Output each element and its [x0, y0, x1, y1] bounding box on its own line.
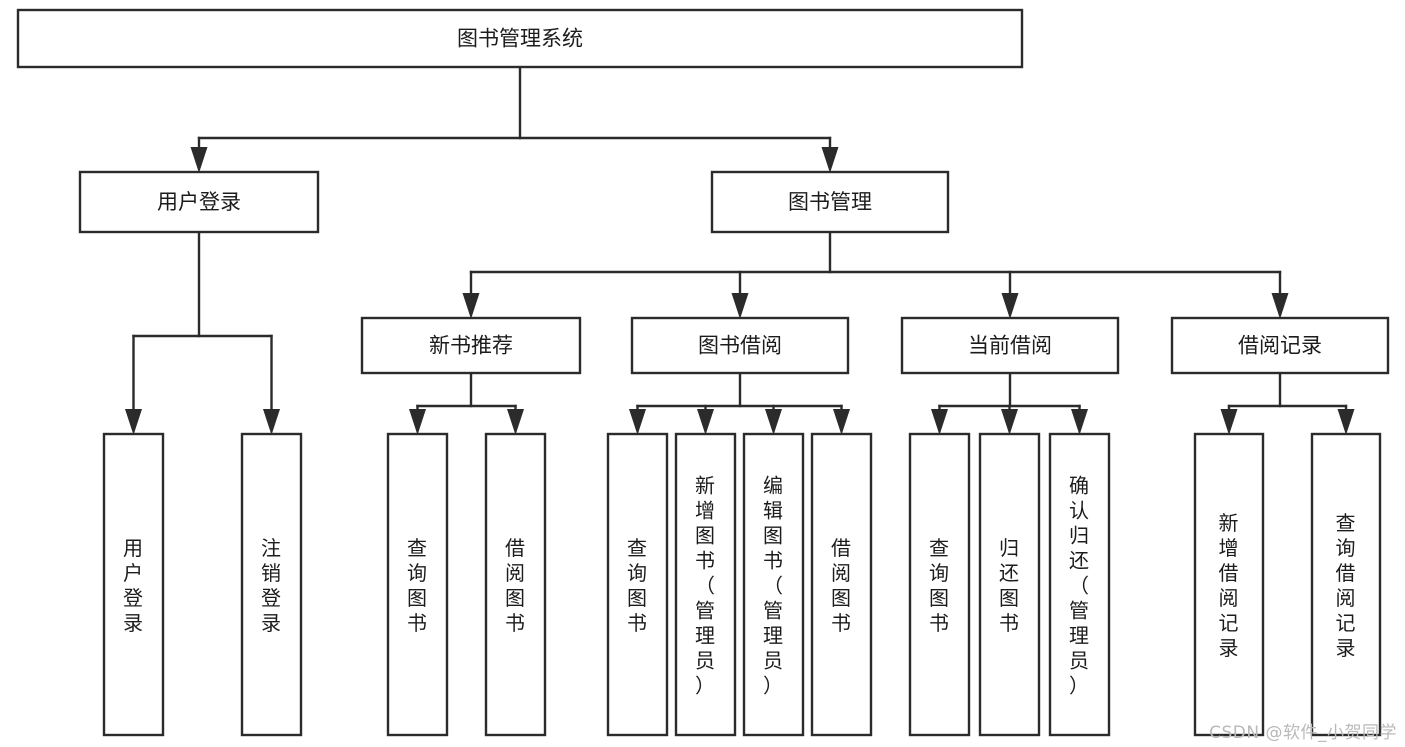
node-borrow-add[interactable]: 新增图书（管理员） — [674, 432, 737, 737]
node-records-query[interactable]: 查询借阅记录 — [1310, 432, 1382, 737]
node-borrow-lend[interactable]: 借阅图书 — [810, 432, 873, 737]
node-label-current: 当前借阅 — [968, 334, 1052, 358]
node-box-records-add[interactable] — [1193, 432, 1265, 737]
connector-group-records — [1220, 371, 1355, 435]
node-current[interactable]: 当前借阅 — [900, 316, 1120, 375]
node-box-newbook[interactable] — [360, 316, 582, 375]
node-box-current-confirm[interactable] — [1048, 432, 1111, 737]
node-login[interactable]: 用户登录 — [78, 170, 320, 234]
node-label-current-query: 查询图书 — [929, 536, 950, 635]
node-bookmgmt[interactable]: 图书管理 — [710, 170, 950, 234]
connector-layer — [125, 65, 1355, 435]
node-label-login-in: 用户登录 — [123, 536, 144, 635]
node-login-in[interactable]: 用户登录 — [102, 432, 165, 737]
node-label-borrow-lend: 借阅图书 — [831, 536, 852, 635]
node-box-login[interactable] — [78, 170, 320, 234]
node-label-newbook: 新书推荐 — [429, 334, 513, 358]
node-current-confirm[interactable]: 确认归还（管理员） — [1048, 432, 1111, 737]
node-login-out[interactable]: 注销登录 — [240, 432, 303, 737]
node-newbook-borrow[interactable]: 借阅图书 — [484, 432, 547, 737]
node-label-borrow-edit: 编辑图书（管理员） — [763, 474, 784, 698]
node-current-query[interactable]: 查询图书 — [908, 432, 971, 737]
node-box-borrow[interactable] — [630, 316, 850, 375]
node-box-records-query[interactable] — [1310, 432, 1382, 737]
node-box-current-return[interactable] — [978, 432, 1041, 737]
node-root[interactable]: 图书管理系统 — [16, 8, 1024, 69]
node-box-borrow-add[interactable] — [674, 432, 737, 737]
connector-group-login — [125, 230, 280, 435]
node-label-newbook-query: 查询图书 — [407, 536, 428, 635]
node-box-borrow-edit[interactable] — [742, 432, 805, 737]
node-label-borrow: 图书借阅 — [698, 334, 782, 358]
node-box-borrow-lend[interactable] — [810, 432, 873, 737]
connector-group-borrow — [629, 371, 850, 435]
node-label-current-confirm: 确认归还（管理员） — [1069, 474, 1090, 698]
connector-group-newbook — [409, 371, 524, 435]
node-label-root: 图书管理系统 — [457, 27, 583, 51]
node-box-login-in[interactable] — [102, 432, 165, 737]
node-label-records-query: 查询借阅记录 — [1336, 511, 1357, 660]
node-label-records: 借阅记录 — [1238, 334, 1322, 358]
node-current-return[interactable]: 归还图书 — [978, 432, 1041, 737]
node-box-login-out[interactable] — [240, 432, 303, 737]
node-borrow-edit[interactable]: 编辑图书（管理员） — [742, 432, 805, 737]
node-layer: 图书管理系统用户登录图书管理新书推荐图书借阅当前借阅借阅记录用户登录注销登录查询… — [16, 8, 1390, 737]
node-borrow[interactable]: 图书借阅 — [630, 316, 850, 375]
node-label-borrow-add: 新增图书（管理员） — [695, 474, 716, 698]
node-box-current-query[interactable] — [908, 432, 971, 737]
node-box-bookmgmt[interactable] — [710, 170, 950, 234]
node-box-newbook-query[interactable] — [386, 432, 449, 737]
node-label-borrow-query: 查询图书 — [627, 536, 648, 635]
node-label-login: 用户登录 — [157, 190, 241, 214]
node-box-root[interactable] — [16, 8, 1024, 69]
node-label-current-return: 归还图书 — [999, 536, 1020, 635]
connector-group-bookmgmt — [462, 230, 1289, 319]
node-newbook-query[interactable]: 查询图书 — [386, 432, 449, 737]
node-records[interactable]: 借阅记录 — [1170, 316, 1390, 375]
node-box-borrow-query[interactable] — [606, 432, 669, 737]
node-box-records[interactable] — [1170, 316, 1390, 375]
node-box-newbook-borrow[interactable] — [484, 432, 547, 737]
node-label-bookmgmt: 图书管理 — [788, 190, 872, 214]
node-label-records-add: 新增借阅记录 — [1219, 511, 1240, 660]
node-label-newbook-borrow: 借阅图书 — [505, 536, 526, 635]
connector-group-root — [190, 65, 839, 173]
node-newbook[interactable]: 新书推荐 — [360, 316, 582, 375]
node-records-add[interactable]: 新增借阅记录 — [1193, 432, 1265, 737]
node-borrow-query[interactable]: 查询图书 — [606, 432, 669, 737]
node-box-current[interactable] — [900, 316, 1120, 375]
node-label-login-out: 注销登录 — [261, 536, 282, 635]
connector-group-current — [931, 371, 1088, 435]
